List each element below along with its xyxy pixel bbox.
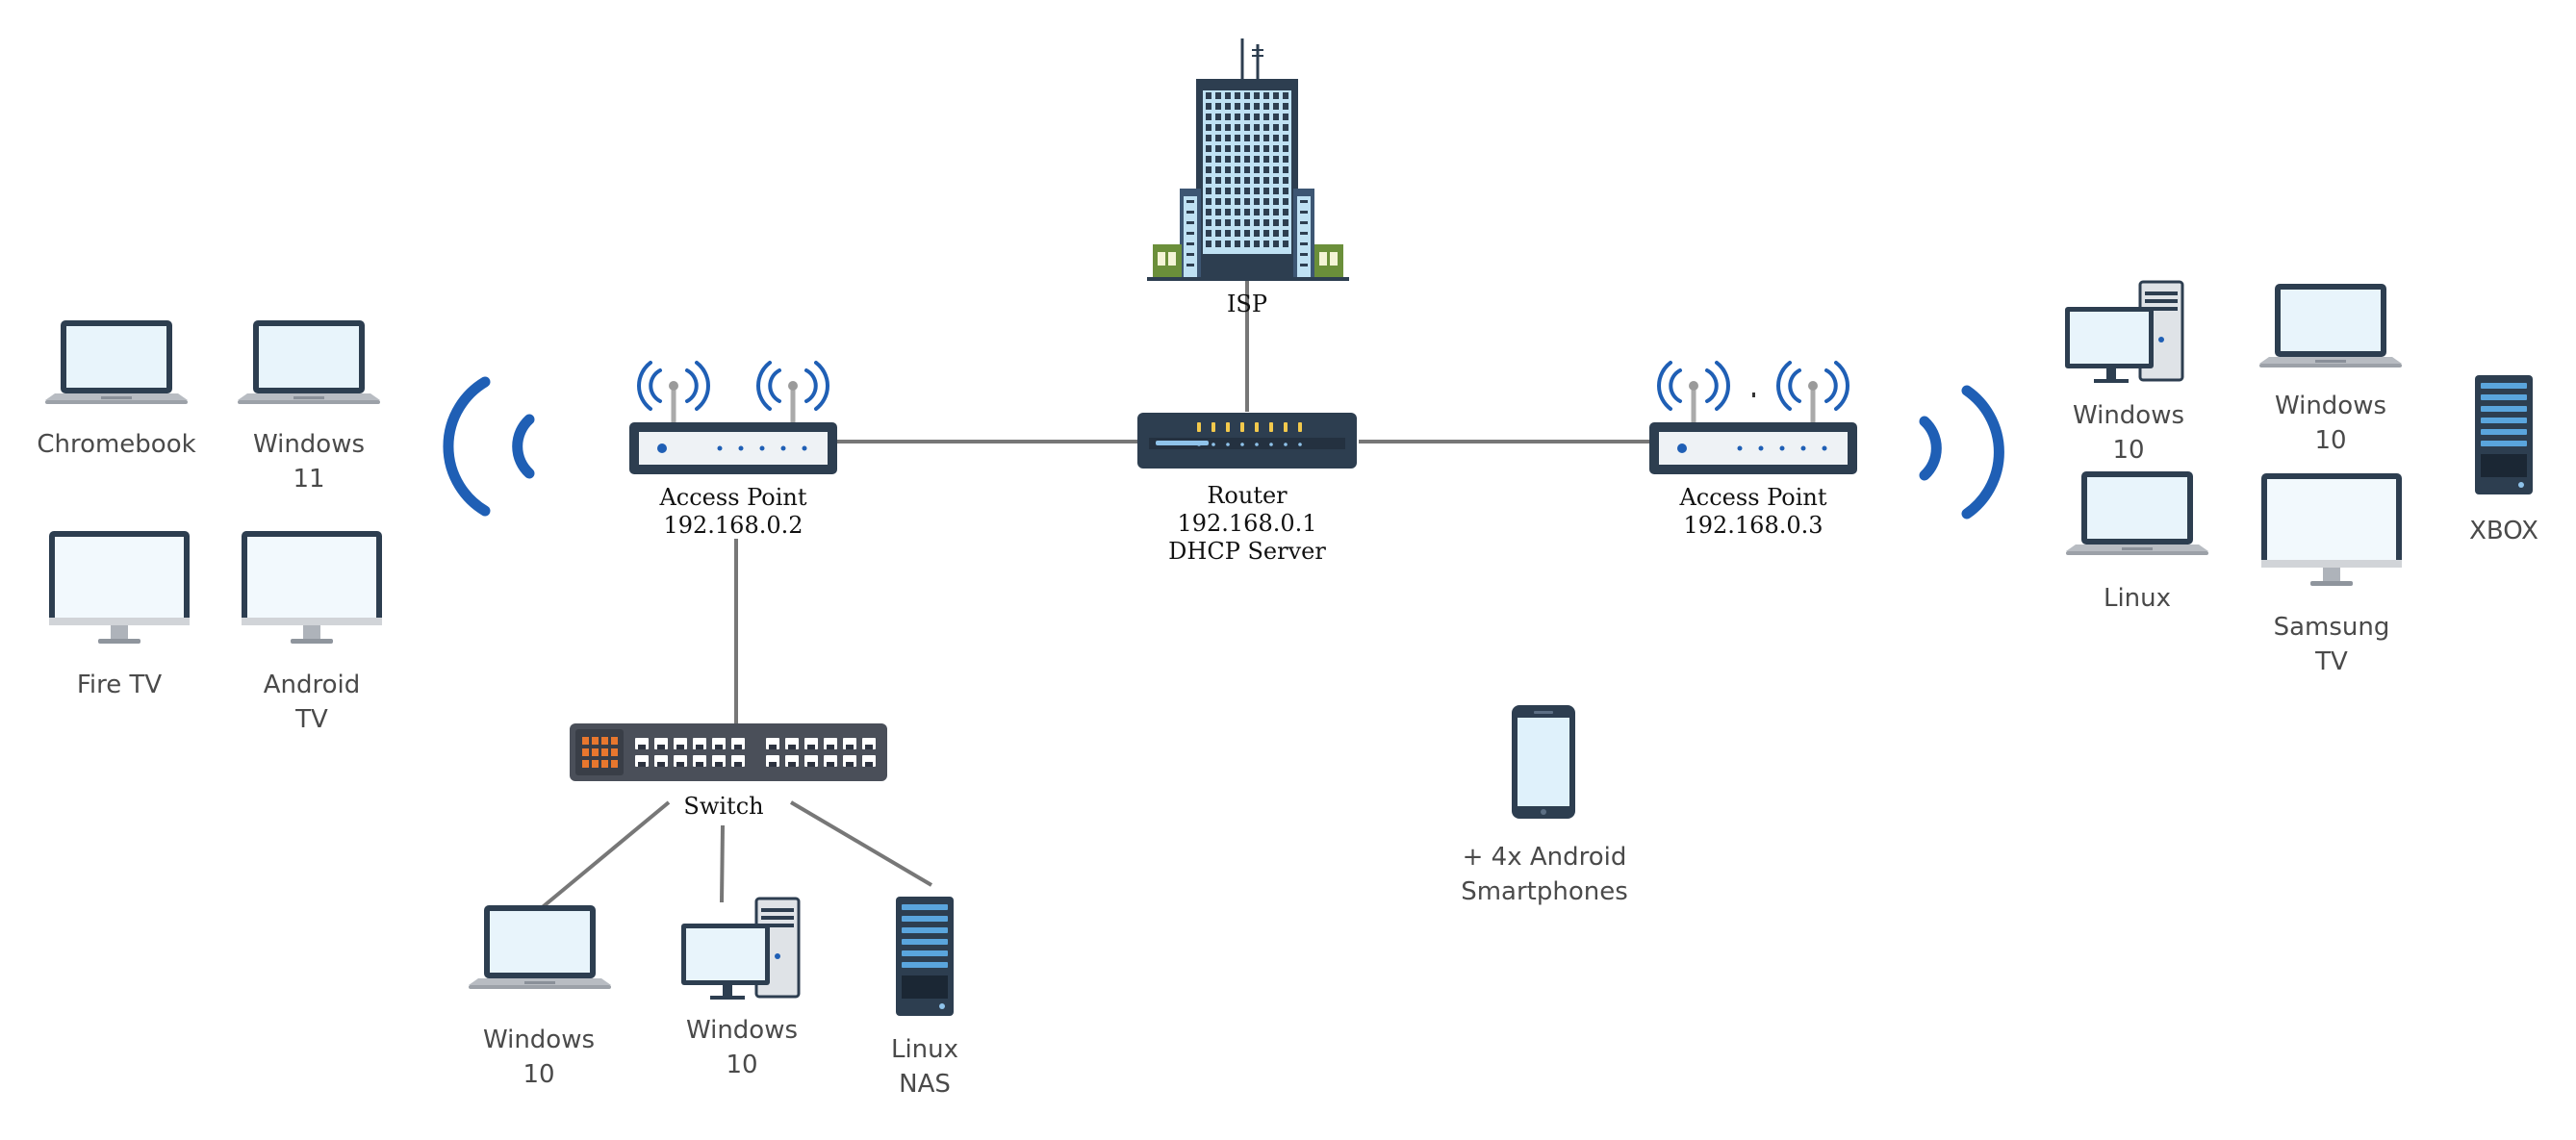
- access-point-left-icon: [629, 363, 837, 474]
- windows11-label-2: 11: [293, 465, 324, 494]
- right-laptop-label-1: Windows: [2275, 392, 2386, 420]
- ap-right-label: Access Point: [1678, 484, 1826, 511]
- isp-label: ISP: [1227, 291, 1267, 317]
- wifi-signal-right-icon: [1919, 385, 2004, 519]
- isp-building-icon: [1147, 38, 1349, 281]
- phones-label-1: + 4x Android: [1463, 843, 1627, 872]
- switch-icon: [570, 723, 887, 781]
- right-laptop-label-2: 10: [2314, 426, 2346, 455]
- android-tv-label-1: Android: [264, 671, 361, 699]
- switch-laptop-label-1: Windows: [483, 1026, 595, 1054]
- xbox-console-icon: [2475, 375, 2533, 494]
- right-windows-laptop-icon: [2259, 284, 2402, 367]
- right-desktop-icon: [2063, 280, 2184, 385]
- switch-laptop-icon: [469, 905, 611, 989]
- fire-tv-label: Fire TV: [77, 671, 163, 699]
- switch-desktop-label-2: 10: [726, 1051, 757, 1079]
- linux-nas-server-icon: [896, 897, 954, 1016]
- phones-label-2: Smartphones: [1461, 877, 1628, 906]
- router-label: Router: [1207, 482, 1288, 509]
- nas-label-2: NAS: [899, 1070, 951, 1099]
- ap-left-label: Access Point: [658, 484, 806, 511]
- right-desktop-label-2: 10: [2112, 436, 2144, 465]
- connection-lines: [537, 281, 1649, 912]
- router-ip: 192.168.0.1: [1177, 510, 1316, 537]
- linux-laptop-icon: [2066, 471, 2208, 555]
- samsung-tv-monitor-icon: [2261, 473, 2402, 586]
- fire-tv-monitor-icon: [49, 531, 190, 644]
- switch-laptop-label-2: 10: [523, 1060, 554, 1089]
- nas-label-1: Linux: [891, 1035, 958, 1064]
- right-desktop-label-1: Windows: [2073, 401, 2184, 430]
- smartphone-icon: [1512, 705, 1575, 819]
- link-switch-laptop: [537, 800, 671, 912]
- link-switch-desktop: [720, 824, 725, 903]
- link-switch-nas: [789, 800, 933, 887]
- router-role: DHCP Server: [1168, 538, 1326, 565]
- small-dot: [1752, 393, 1755, 397]
- chromebook-laptop-icon: [45, 320, 188, 404]
- samsung-tv-label-2: TV: [2314, 647, 2348, 676]
- xbox-label: XBOX: [2469, 517, 2538, 545]
- chromebook-label: Chromebook: [37, 430, 195, 459]
- windows11-label-1: Windows: [253, 430, 365, 459]
- switch-label: Switch: [683, 793, 763, 820]
- switch-desktop-label-1: Windows: [686, 1016, 798, 1045]
- ap-left-ip: 192.168.0.2: [663, 512, 803, 539]
- samsung-tv-label-1: Samsung: [2274, 613, 2390, 642]
- android-tv-label-2: TV: [294, 705, 328, 734]
- wifi-signal-left-icon: [443, 376, 535, 517]
- router-icon: [1137, 413, 1357, 469]
- android-tv-monitor-icon: [242, 531, 382, 644]
- ap-right-ip: 192.168.0.3: [1683, 512, 1823, 539]
- switch-desktop-icon: [679, 897, 801, 1001]
- access-point-right-icon: [1649, 363, 1857, 474]
- linux-label: Linux: [2104, 584, 2171, 613]
- windows11-laptop-icon: [238, 320, 380, 404]
